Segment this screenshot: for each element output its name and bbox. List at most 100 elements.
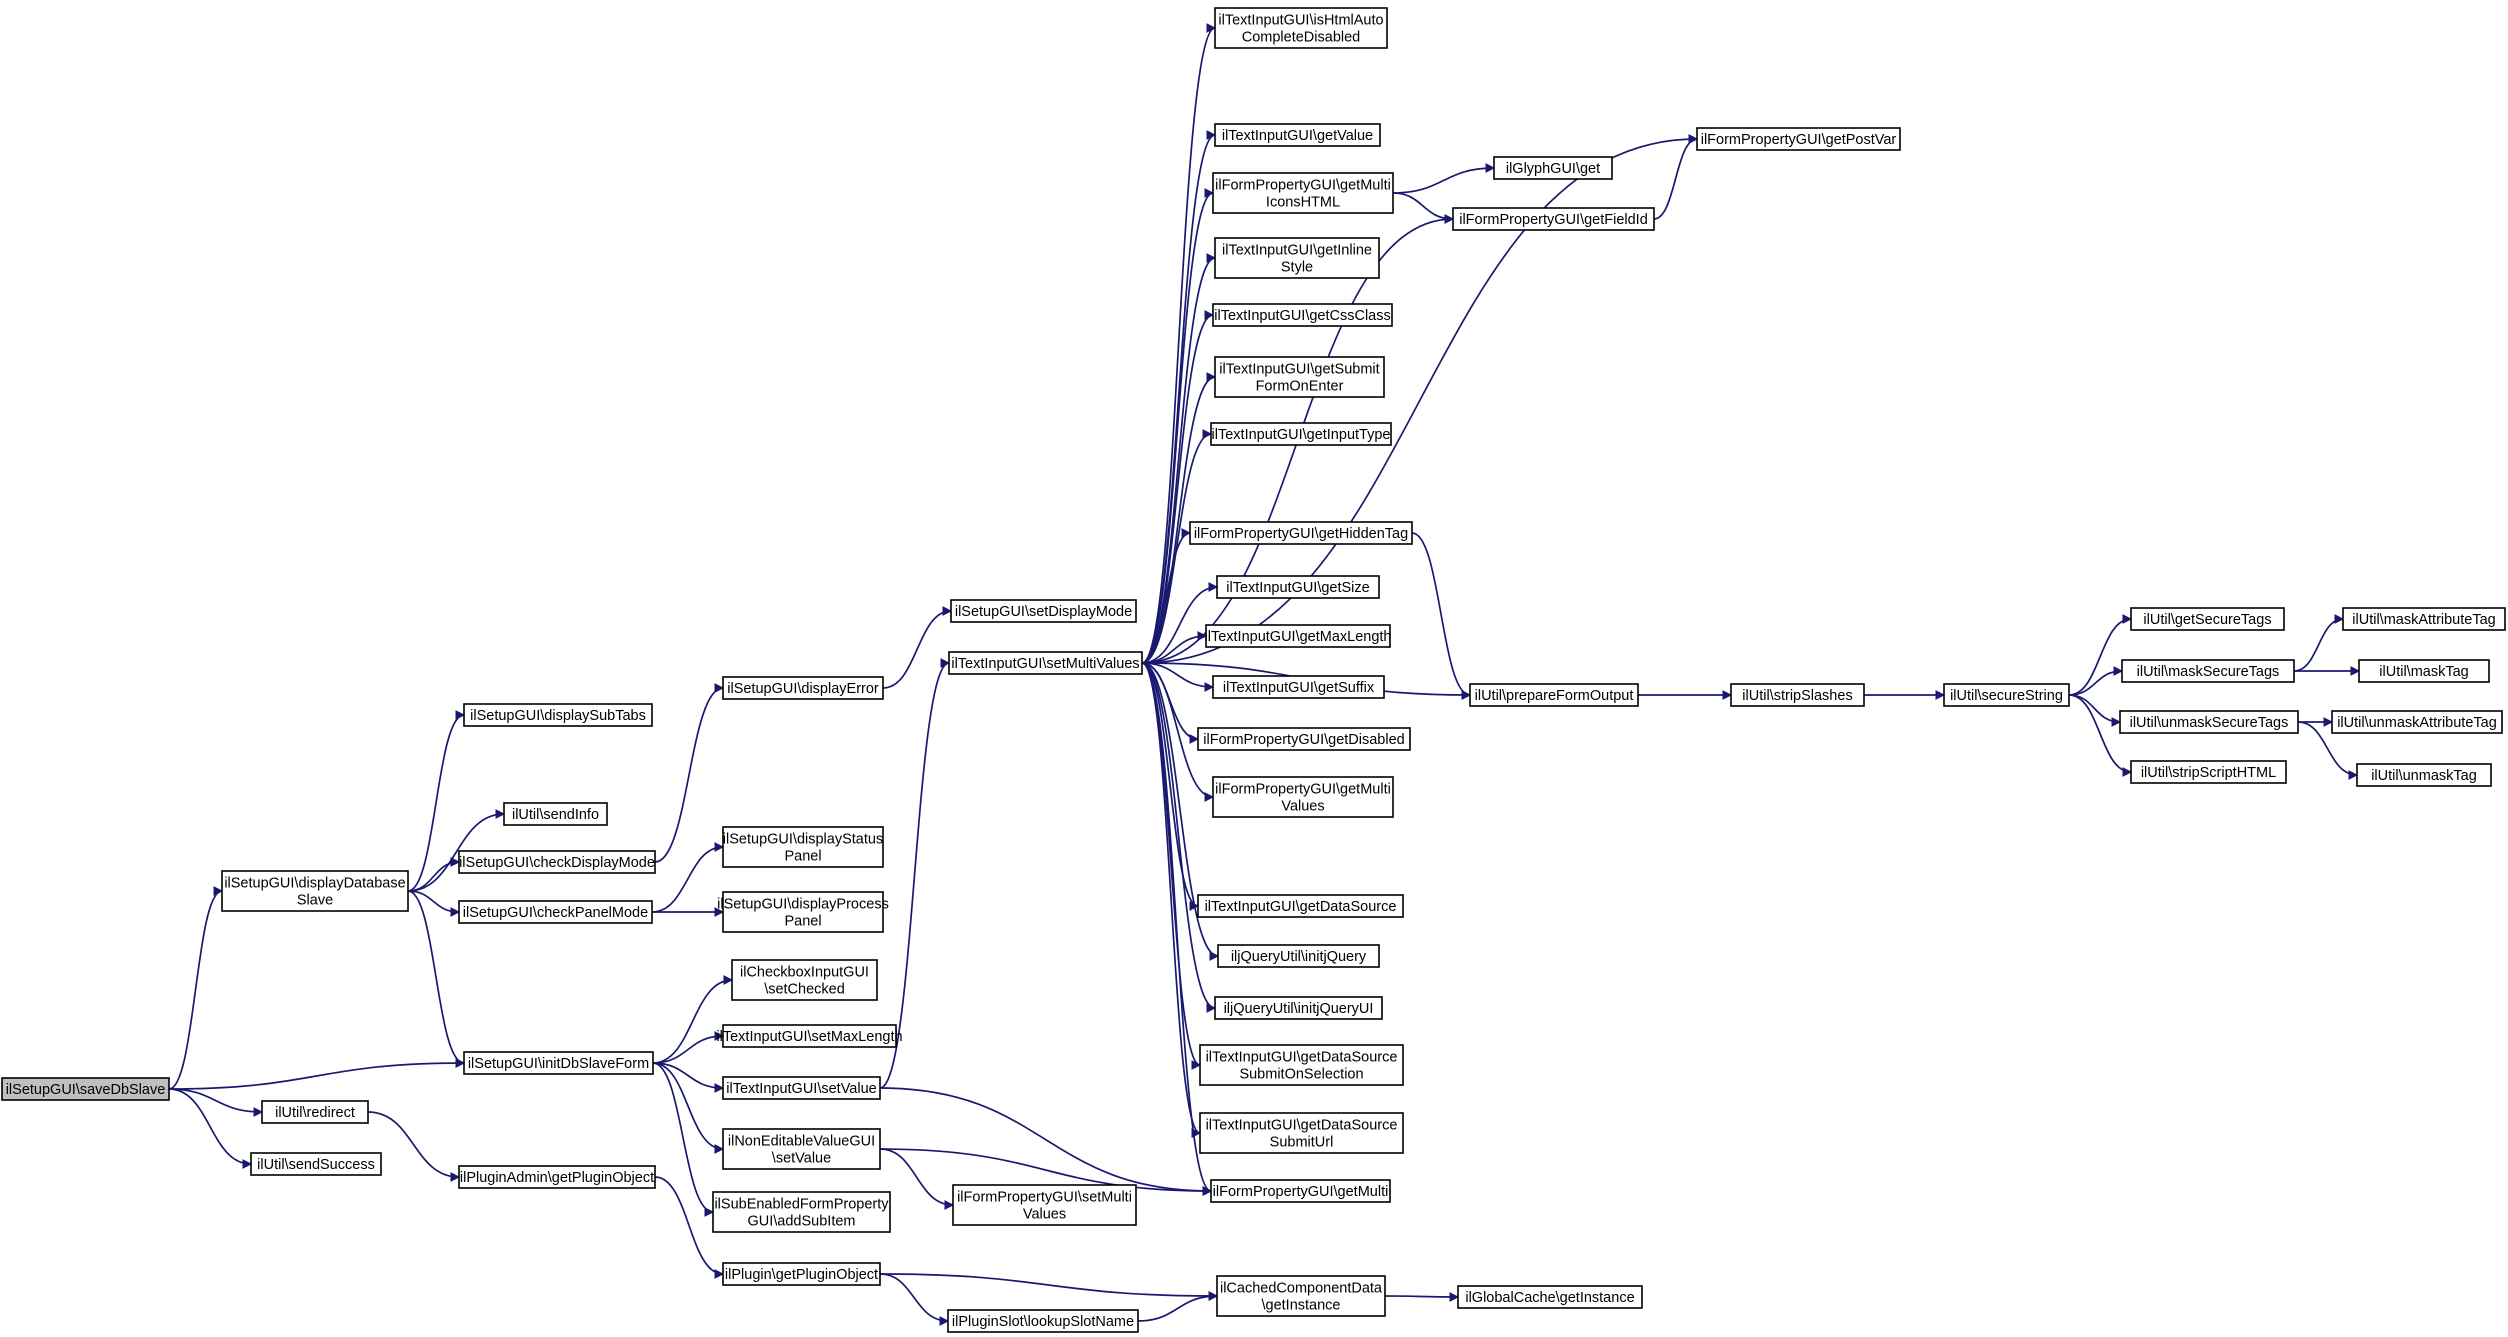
edge-setMultiValues-to-initjQueryUI <box>1141 662 1216 1009</box>
node-label-prepareFormOutput-line-0: ilUtil\prepareFormOutput <box>1475 688 1634 704</box>
node-label-getInputType-line-0: ilTextInputGUI\getInputType <box>1212 427 1391 443</box>
node-prepareFormOutput[interactable]: ilUtil\prepareFormOutput <box>1469 683 1639 707</box>
node-getPluginObjectAdmin[interactable]: ilPluginAdmin\getPluginObject <box>458 1165 656 1189</box>
node-displayError[interactable]: ilSetupGUI\displayError <box>722 676 884 700</box>
node-setDisplayMode[interactable]: ilSetupGUI\setDisplayMode <box>950 599 1137 623</box>
node-setValueNonEditable[interactable]: ilNonEditableValueGUI\setValue <box>722 1128 881 1170</box>
node-getPluginObject[interactable]: ilPlugin\getPluginObject <box>722 1262 881 1286</box>
node-box-getMaxLength <box>1205 624 1391 648</box>
node-getMaxLength[interactable]: ilTextInputGUI\getMaxLength <box>1205 624 1392 648</box>
edge-getPluginObject-to-lookupSlotName-arrowhead <box>939 1316 950 1326</box>
node-initjQueryUI[interactable]: iljQueryUtil\initjQueryUI <box>1214 996 1383 1020</box>
node-initDbSlaveForm[interactable]: ilSetupGUI\initDbSlaveForm <box>463 1051 654 1075</box>
node-label-getDataSourceSubmitOnSelection-line-0: ilTextInputGUI\getDataSource <box>1206 1050 1398 1066</box>
edge-initDbSlaveForm-to-setChecked-arrowhead <box>723 975 734 985</box>
edge-displayError-to-setDisplayMode <box>882 610 952 689</box>
node-getHiddenTag[interactable]: ilFormPropertyGUI\getHiddenTag <box>1189 521 1413 545</box>
node-unmaskTag[interactable]: ilUtil\unmaskTag <box>2356 763 2492 787</box>
node-checkPanelMode[interactable]: ilSetupGUI\checkPanelMode <box>458 900 653 924</box>
node-setMultiValuesProp[interactable]: ilFormPropertyGUI\setMultiValues <box>952 1184 1137 1226</box>
node-label-isHtmlAuto-line-1: CompleteDisabled <box>1242 30 1360 46</box>
node-unmaskSecureTags[interactable]: ilUtil\unmaskSecureTags <box>2119 710 2299 734</box>
node-saveDbSlave[interactable]: ilSetupGUI\saveDbSlave <box>1 1077 170 1101</box>
edge-getMultiIconsHTML-to-getFieldId <box>1392 192 1454 220</box>
node-getCssClass[interactable]: ilTextInputGUI\getCssClass <box>1212 303 1393 327</box>
edge-getHiddenTag-to-prepareFormOutput-arrowhead <box>1461 690 1472 700</box>
node-box-displayProcessPanel <box>722 891 884 933</box>
edge-maskSecureTags-to-maskTag-arrowhead <box>2350 666 2361 676</box>
node-stripSlashes[interactable]: ilUtil\stripSlashes <box>1730 683 1865 707</box>
node-label-getMultiIconsHTML-line-0: ilFormPropertyGUI\getMulti <box>1215 178 1391 194</box>
node-maskAttributeTag[interactable]: ilUtil\maskAttributeTag <box>2342 607 2506 631</box>
edge-setMultiValues-to-getHiddenTag <box>1141 532 1191 664</box>
edge-setValueNonEditable-to-setMultiValuesProp-arrowhead <box>944 1200 955 1210</box>
node-getSize[interactable]: ilTextInputGUI\getSize <box>1216 575 1380 599</box>
node-maskTag[interactable]: ilUtil\maskTag <box>2358 659 2490 683</box>
node-getSecureTags[interactable]: ilUtil\getSecureTags <box>2130 607 2285 631</box>
edge-setMultiValues-to-getSubmitFormOnEnter-arrowhead <box>1206 372 1217 382</box>
node-label-redirect-line-0: ilUtil\redirect <box>275 1105 355 1121</box>
edge-displayDatabaseSlave-to-sendInfo <box>407 813 505 892</box>
node-box-setMaxLength <box>722 1024 897 1048</box>
node-getDataSourceSubmitOnSelection[interactable]: ilTextInputGUI\getDataSourceSubmitOnSele… <box>1199 1044 1404 1086</box>
node-box-displayStatusPanel <box>722 826 884 868</box>
node-getValue[interactable]: ilTextInputGUI\getValue <box>1214 123 1381 147</box>
node-maskSecureTags[interactable]: ilUtil\maskSecureTags <box>2121 659 2295 683</box>
node-getPostVar[interactable]: ilFormPropertyGUI\getPostVar <box>1696 127 1901 151</box>
node-box-getInputType <box>1210 422 1392 446</box>
node-label-getValue-line-0: ilTextInputGUI\getValue <box>1222 128 1373 144</box>
edge-checkDisplayMode-to-displayError-arrowhead <box>714 683 725 693</box>
node-isHtmlAuto[interactable]: ilTextInputGUI\isHtmlAutoCompleteDisable… <box>1214 7 1388 49</box>
node-label-getHiddenTag-line-0: ilFormPropertyGUI\getHiddenTag <box>1194 526 1408 542</box>
node-displaySubTabs[interactable]: ilSetupGUI\displaySubTabs <box>463 703 653 727</box>
node-getInputType[interactable]: ilTextInputGUI\getInputType <box>1210 422 1392 446</box>
node-sendInfo[interactable]: ilUtil\sendInfo <box>503 802 608 826</box>
node-box-setChecked <box>731 959 878 1001</box>
node-setChecked[interactable]: ilCheckboxInputGUI\setChecked <box>731 959 878 1001</box>
node-getInstanceCached[interactable]: ilCachedComponentData\getInstance <box>1216 1275 1386 1317</box>
node-checkDisplayMode[interactable]: ilSetupGUI\checkDisplayMode <box>458 850 656 874</box>
node-label-getPluginObjectAdmin-line-0: ilPluginAdmin\getPluginObject <box>460 1170 654 1186</box>
edge-secureString-to-getSecureTags <box>2068 618 2132 696</box>
node-setValueText[interactable]: ilTextInputGUI\setValue <box>722 1076 881 1100</box>
node-unmaskAttributeTag[interactable]: ilUtil\unmaskAttributeTag <box>2331 710 2503 734</box>
node-setMaxLength[interactable]: ilTextInputGUI\setMaxLength <box>716 1024 903 1048</box>
node-getMulti[interactable]: ilFormPropertyGUI\getMulti <box>1210 1179 1391 1203</box>
node-stripScriptHTML[interactable]: ilUtil\stripScriptHTML <box>2130 760 2287 784</box>
node-box-getPluginObjectAdmin <box>458 1165 656 1189</box>
node-getDataSource[interactable]: ilTextInputGUI\getDataSource <box>1197 894 1404 918</box>
node-label-setMaxLength-line-0: ilTextInputGUI\setMaxLength <box>716 1029 902 1045</box>
node-getFieldId[interactable]: ilFormPropertyGUI\getFieldId <box>1452 207 1655 231</box>
node-initjQuery[interactable]: iljQueryUtil\initjQuery <box>1217 944 1380 968</box>
node-setMultiValues[interactable]: ilTextInputGUI\setMultiValues <box>948 651 1143 675</box>
node-label-getMultiValues-line-0: ilFormPropertyGUI\getMulti <box>1215 782 1391 798</box>
node-label-setChecked-line-0: ilCheckboxInputGUI <box>740 965 869 981</box>
node-glyphGet[interactable]: ilGlyphGUI\get <box>1493 156 1613 180</box>
node-label-displayProcessPanel-line-0: ilSetupGUI\displayProcess <box>717 897 889 913</box>
node-getSuffix[interactable]: ilTextInputGUI\getSuffix <box>1212 675 1385 699</box>
node-box-secureString <box>1943 683 2070 707</box>
edge-setMultiValues-to-getMultiIconsHTML <box>1141 192 1214 664</box>
edge-getInstanceCached-to-getInstanceGlobal <box>1384 1295 1459 1298</box>
node-secureString[interactable]: ilUtil\secureString <box>1943 683 2070 707</box>
node-redirect[interactable]: ilUtil\redirect <box>261 1100 369 1124</box>
node-label-maskAttributeTag-line-0: ilUtil\maskAttributeTag <box>2352 612 2495 628</box>
node-lookupSlotName[interactable]: ilPluginSlot\lookupSlotName <box>947 1309 1139 1333</box>
node-box-getSubmitFormOnEnter <box>1214 356 1385 398</box>
edge-setMultiValues-to-getSize-arrowhead <box>1208 582 1219 592</box>
node-getDisabled[interactable]: ilFormPropertyGUI\getDisabled <box>1197 727 1411 751</box>
edge-initDbSlaveForm-to-setValueNonEditable-arrowhead <box>714 1144 725 1154</box>
node-sendSuccess[interactable]: ilUtil\sendSuccess <box>250 1152 382 1176</box>
node-box-maskAttributeTag <box>2342 607 2506 631</box>
node-box-getSuffix <box>1212 675 1385 699</box>
node-getInstanceGlobal[interactable]: ilGlobalCache\getInstance <box>1457 1285 1643 1309</box>
